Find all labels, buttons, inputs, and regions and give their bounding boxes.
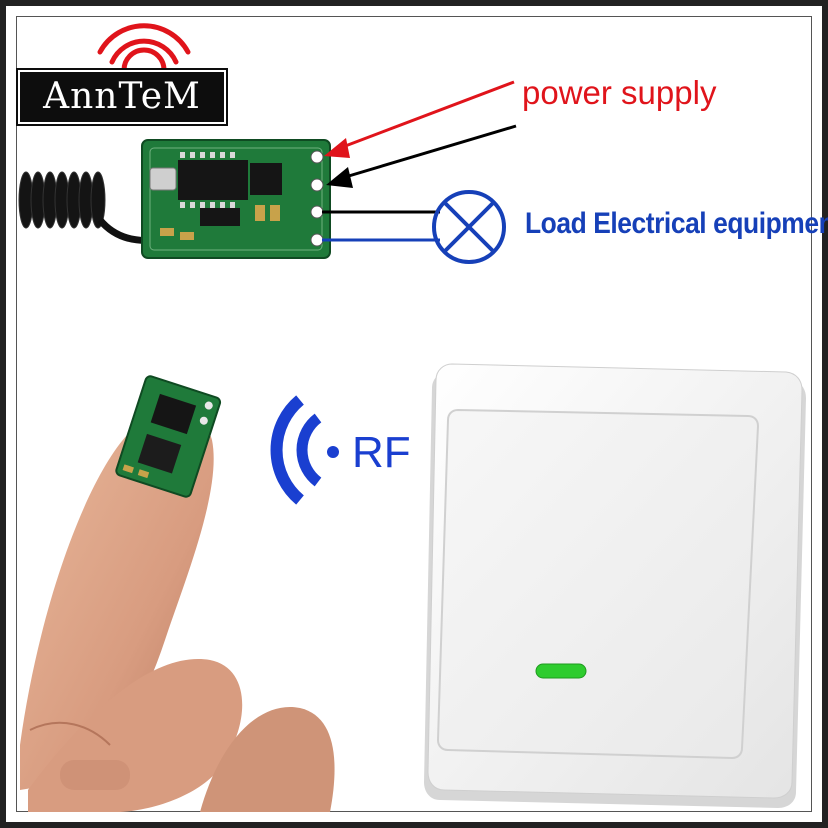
hand-with-module	[20, 375, 335, 812]
coiled-antenna	[18, 171, 156, 244]
inner-border	[16, 16, 812, 812]
load-wiring	[322, 210, 440, 242]
rf-signal-icon	[270, 395, 339, 505]
brand-logo: AnnTeM	[18, 70, 226, 124]
brand-name: AnnTeM	[43, 76, 201, 117]
wall-switch	[424, 363, 806, 808]
power-supply-arrows	[324, 80, 517, 188]
receiver-pcb	[141, 139, 331, 259]
load-equipment-label: Load Electrical equipment	[525, 207, 828, 240]
power-supply-label: power supply	[522, 74, 717, 111]
rf-label: RF	[352, 428, 411, 477]
wifi-signal-icon	[97, 23, 191, 73]
lamp-cross-icon	[432, 190, 506, 264]
